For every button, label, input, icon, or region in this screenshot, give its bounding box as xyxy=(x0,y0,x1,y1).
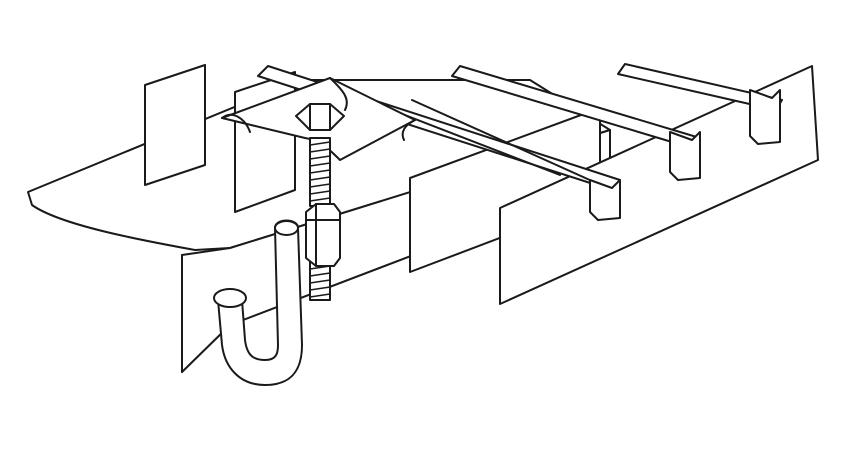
j-hook-top-end xyxy=(274,220,299,236)
coupling-nut xyxy=(305,203,341,267)
bearing-bar-4 xyxy=(499,65,819,305)
coupling-body xyxy=(305,203,341,267)
stub-1 xyxy=(589,179,621,221)
bearing-bar-1 xyxy=(144,64,206,186)
nut-face xyxy=(309,103,331,131)
stub-2 xyxy=(669,131,701,181)
j-hook-cut-end xyxy=(213,288,247,308)
j-hook xyxy=(213,219,303,386)
bearing-bar-2 xyxy=(234,71,296,213)
bar-stubs xyxy=(589,89,781,221)
hex-nut xyxy=(295,103,345,131)
bearing-bars xyxy=(144,64,819,305)
clip-curl xyxy=(221,77,416,141)
coupling-edge xyxy=(305,203,341,267)
rod-threads-upper xyxy=(309,141,331,202)
stub-3 xyxy=(749,89,781,145)
